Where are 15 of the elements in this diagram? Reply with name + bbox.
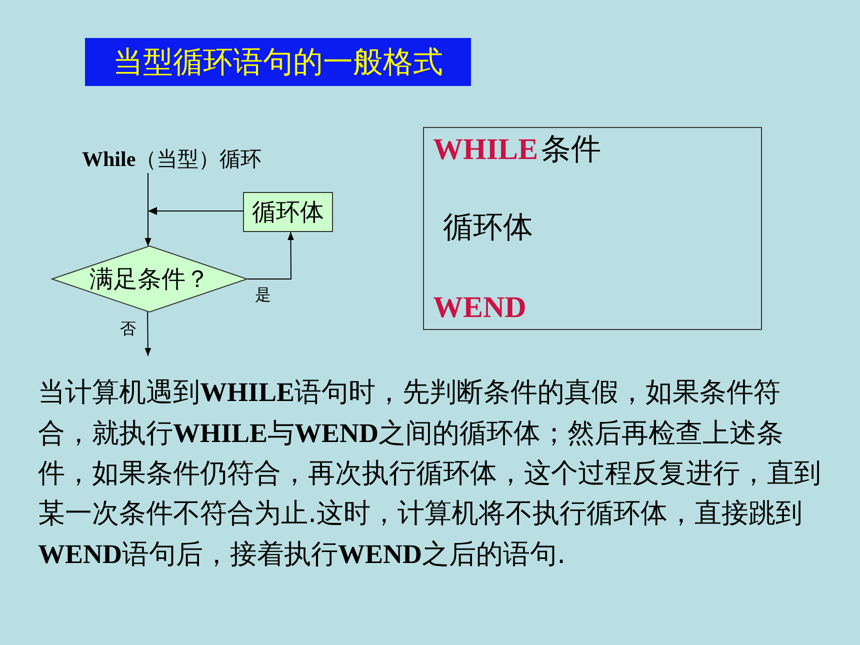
- code-box: [423, 127, 762, 330]
- arrow: [144, 207, 244, 246]
- edge-label: 是: [254, 286, 272, 304]
- code-text: 循环体: [443, 210, 533, 246]
- arrow: [246, 232, 294, 280]
- decision-diamond: 满足条件？: [52, 246, 247, 312]
- keyword: WHILE: [433, 132, 538, 168]
- code-text: 条件: [541, 132, 601, 168]
- flowchart-heading: While（当型）循环: [82, 145, 332, 173]
- description-paragraph: 当计算机遇到WHILE语句时，先判断条件的真假，如果条件符合，就执行WHILE与WEND之间的循环体；然后再检查上述条件，如果条件仍符合，再次执行循环体，这个过程反复进行，直到某一次条件不符合为止.这时，计算机将不执行循环体，直接跳到WEND语句后，接着执行WEND之后的语句.: [38, 376, 822, 572]
- keyword: WEND: [433, 290, 526, 326]
- edge-label: 否: [119, 320, 137, 338]
- title-banner: 当型循环语句的一般格式: [85, 38, 471, 86]
- arrow: [144, 312, 152, 356]
- process-box: 循环体: [243, 192, 333, 232]
